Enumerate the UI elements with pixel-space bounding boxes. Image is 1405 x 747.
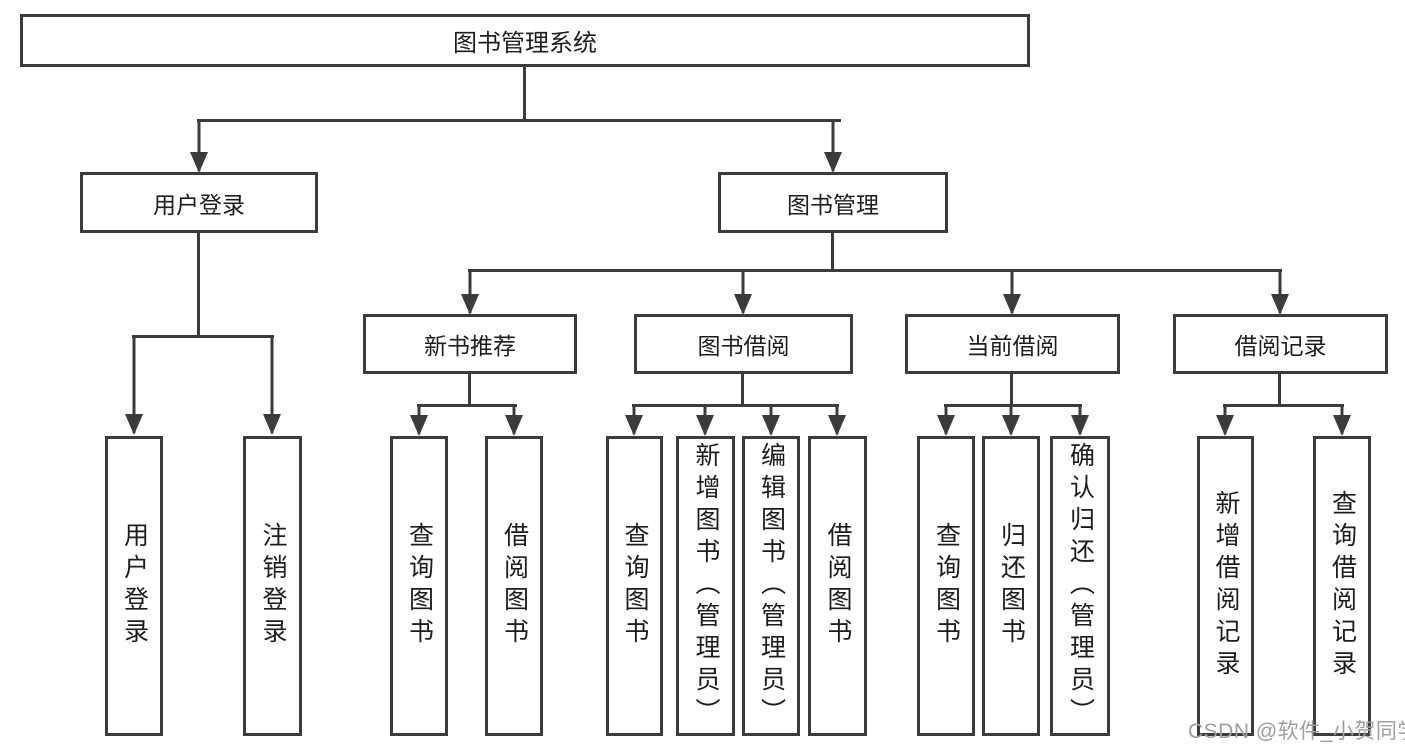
leaf-node-query-books: 查询图书	[917, 436, 975, 736]
branch-node-label: 图书管理	[787, 191, 879, 218]
csdn-watermark: CSDN @软件_小贺同学	[1188, 720, 1405, 743]
connector-arrow	[1271, 269, 1289, 315]
branch-node-book-borrowing: 图书借阅	[634, 314, 853, 374]
leaf-node-user-login: 用户登录	[105, 436, 163, 736]
leaf-node-add-books-admin: 新增图书（管理员）	[676, 436, 735, 736]
leaf-node-label: 借阅图书	[500, 522, 529, 650]
connector-arrow	[410, 404, 428, 436]
leaf-node-borrow-books: 借阅图书	[808, 436, 867, 736]
root-node-label: 图书管理系统	[453, 30, 597, 57]
connector-line	[831, 233, 834, 271]
connector-arrow	[125, 335, 143, 435]
connector-line	[132, 335, 274, 338]
leaf-node-label: 查询图书	[621, 522, 649, 650]
branch-node-label: 图书借阅	[697, 333, 790, 359]
connector-arrow	[1002, 404, 1020, 436]
connector-line	[1010, 374, 1013, 407]
connector-arrow	[696, 404, 714, 436]
leaf-node-label: 查询图书	[405, 522, 434, 650]
branch-node-label: 用户登录	[153, 191, 245, 218]
leaf-node-add-borrow-record: 新增借阅记录	[1197, 436, 1254, 736]
leaf-node-label: 新增图书（管理员）	[692, 442, 720, 730]
leaf-node-label: 查询借阅记录	[1328, 490, 1357, 682]
leaf-node-label: 编辑图书（管理员）	[757, 442, 786, 730]
branch-node-new-book-recommend: 新书推荐	[363, 314, 577, 374]
root-node-library-system: 图书管理系统	[20, 14, 1030, 67]
leaf-node-query-books: 查询图书	[390, 436, 448, 736]
connector-arrow	[461, 269, 479, 315]
leaf-node-query-borrow-record: 查询借阅记录	[1313, 436, 1371, 736]
connector-line	[1223, 404, 1344, 407]
connector-line	[1278, 374, 1281, 407]
branch-node-user-login: 用户登录	[80, 172, 318, 233]
leaf-node-label: 确认归还（管理员）	[1066, 442, 1095, 730]
leaf-node-label: 新增借阅记录	[1212, 490, 1240, 682]
connector-arrow	[625, 404, 643, 436]
connector-line	[468, 269, 1282, 272]
connector-line	[741, 374, 744, 407]
connector-line	[197, 233, 200, 337]
connector-line	[523, 67, 526, 120]
connector-arrow	[824, 119, 842, 173]
branch-node-book-management: 图书管理	[718, 172, 948, 233]
connector-line	[632, 404, 839, 407]
connector-arrow	[937, 404, 955, 436]
leaf-node-edit-books-admin: 编辑图书（管理员）	[742, 436, 800, 736]
leaf-node-logout: 注销登录	[243, 436, 302, 736]
branch-node-label: 当前借阅	[966, 333, 1059, 359]
leaf-node-label: 归还图书	[997, 522, 1026, 650]
leaf-node-label: 借阅图书	[824, 522, 852, 650]
connector-arrow	[505, 404, 523, 436]
connector-arrow	[828, 404, 846, 436]
connector-arrow	[734, 269, 752, 315]
leaf-node-borrow-books: 借阅图书	[485, 436, 543, 736]
branch-node-label: 新书推荐	[424, 333, 516, 359]
leaf-node-confirm-return-admin: 确认归还（管理员）	[1050, 436, 1110, 736]
branch-node-borrow-records: 借阅记录	[1173, 314, 1388, 374]
connector-line	[417, 404, 517, 407]
connector-arrow	[762, 404, 780, 436]
connector-arrow	[263, 335, 281, 435]
connector-line	[197, 119, 841, 122]
leaf-node-query-books: 查询图书	[606, 436, 663, 736]
leaf-node-label: 查询图书	[932, 522, 961, 650]
connector-arrow	[1216, 404, 1234, 436]
connector-arrow	[1333, 404, 1351, 436]
connector-line	[468, 374, 471, 407]
leaf-node-return-books: 归还图书	[982, 436, 1040, 736]
connector-arrow	[1003, 269, 1021, 315]
connector-arrow	[190, 119, 208, 173]
connector-arrow	[1071, 404, 1089, 436]
leaf-node-label: 注销登录	[259, 522, 287, 650]
leaf-node-label: 用户登录	[120, 522, 149, 650]
branch-node-label: 借阅记录	[1234, 333, 1327, 359]
branch-node-current-borrowing: 当前借阅	[905, 314, 1120, 374]
